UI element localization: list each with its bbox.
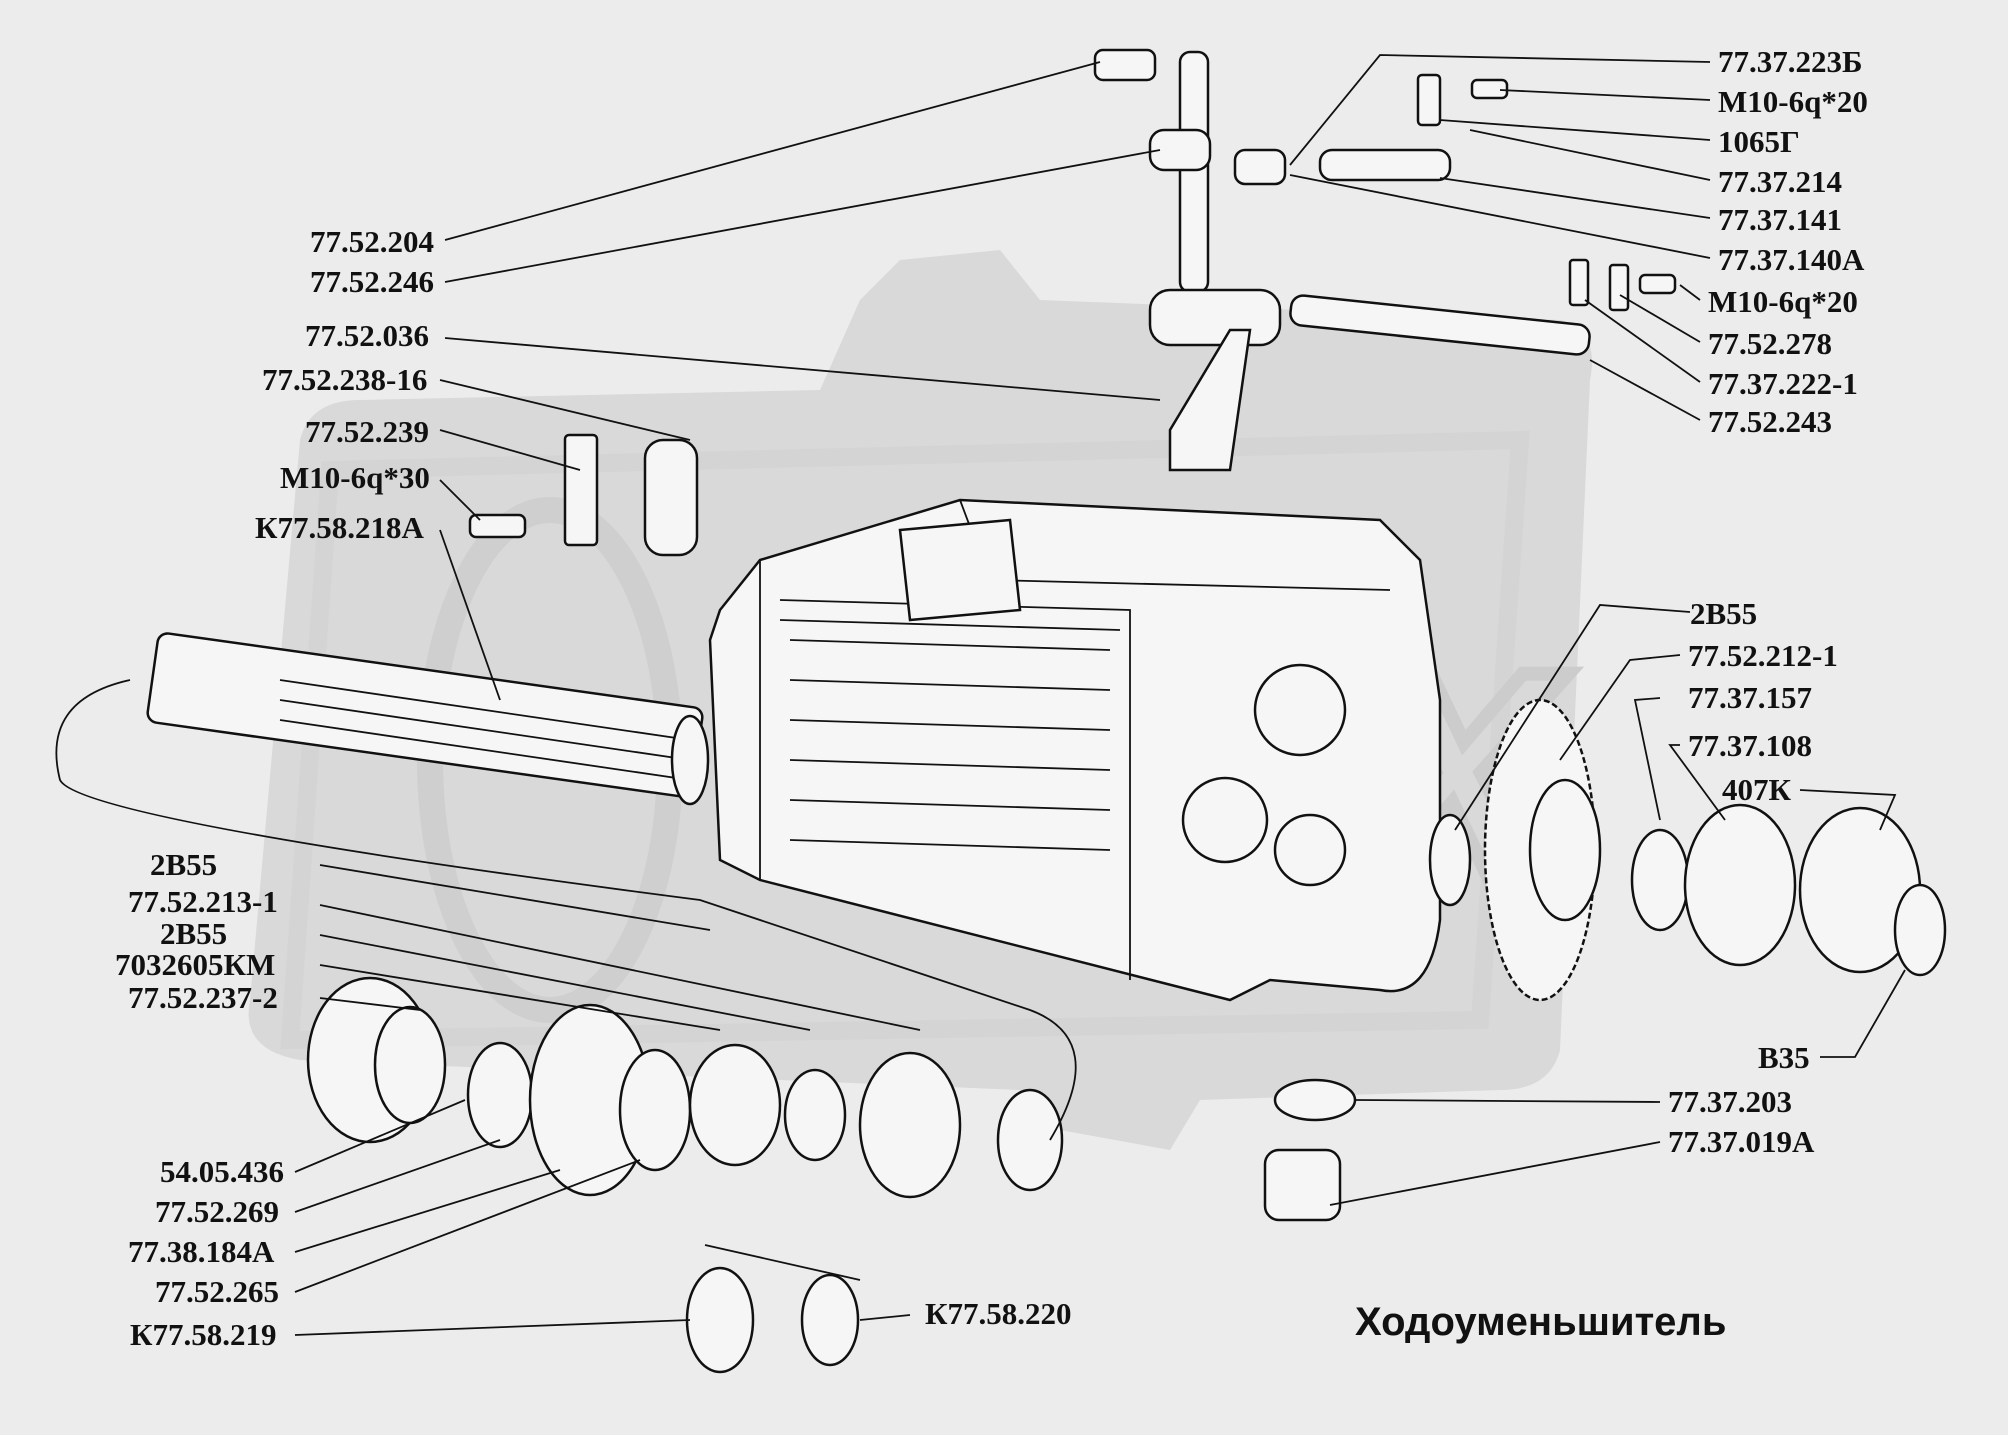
label-right: В35 (1758, 1040, 1810, 1075)
left-labels: 77.52.204 77.52.246 77.52.036 77.52.238-… (115, 224, 434, 1352)
label-right: 77.37.019А (1668, 1124, 1815, 1159)
label-left: 77.52.238-16 (262, 362, 427, 397)
label-left: 2В55 (150, 847, 217, 882)
right-labels: 77.37.223Б М10-6q*20 1065Г 77.37.214 77.… (1668, 44, 1868, 1159)
label-right: 77.37.140А (1718, 242, 1865, 277)
label-left: 77.52.036 (305, 318, 429, 353)
label-left: 77.52.213-1 (128, 884, 278, 919)
splined-shaft-part (146, 632, 710, 806)
label-left: 77.52.237-2 (128, 980, 278, 1015)
leader-lines-right (1289, 54, 1906, 1206)
label-right: 77.37.203 (1668, 1084, 1792, 1119)
label-left: К77.58.219 (130, 1317, 276, 1352)
label-left: 54.05.436 (160, 1154, 284, 1189)
label-right: 77.37.108 (1688, 728, 1812, 763)
label-right: 77.37.141 (1718, 202, 1842, 237)
label-right: 77.52.243 (1708, 404, 1832, 439)
label-left: М10-6q*30 (280, 460, 430, 495)
label-right: 2В55 (1690, 596, 1757, 631)
label-right: 77.52.212-1 (1688, 638, 1838, 673)
label-right: 77.37.222-1 (1708, 366, 1858, 401)
label-right: 77.37.157 (1688, 680, 1812, 715)
label-left: 77.52.239 (305, 414, 429, 449)
label-left: 7032605КМ (115, 947, 275, 982)
diagram-title: Ходоуменьшитель (1355, 1300, 1726, 1344)
label-left: 77.52.204 (310, 224, 434, 259)
label-bottom: К77.58.220 (925, 1296, 1071, 1331)
label-left: 77.52.265 (155, 1274, 279, 1309)
label-left: 77.52.269 (155, 1194, 279, 1229)
label-right: 407К (1722, 772, 1792, 807)
label-left: 77.38.184А (128, 1234, 275, 1269)
label-left: 77.52.246 (310, 264, 434, 299)
label-left: К77.58.218А (255, 510, 424, 545)
leader-lines (294, 61, 1161, 1336)
left-bearing-parts (306, 976, 1064, 1374)
label-right: 77.52.278 (1708, 326, 1832, 361)
assembly-path-line (55, 679, 1077, 1141)
label-right: М10-6q*20 (1718, 84, 1868, 119)
shift-lever-parts (468, 48, 1677, 557)
label-left: 2В55 (160, 916, 227, 951)
label-right: 77.37.214 (1718, 164, 1842, 199)
label-right: 1065Г (1718, 124, 1800, 159)
right-gear-bearing-parts (1263, 698, 1947, 1222)
label-right: 77.37.223Б (1718, 44, 1863, 79)
gearbox-housing (708, 498, 1442, 1002)
label-right: М10-6q*20 (1708, 284, 1858, 319)
